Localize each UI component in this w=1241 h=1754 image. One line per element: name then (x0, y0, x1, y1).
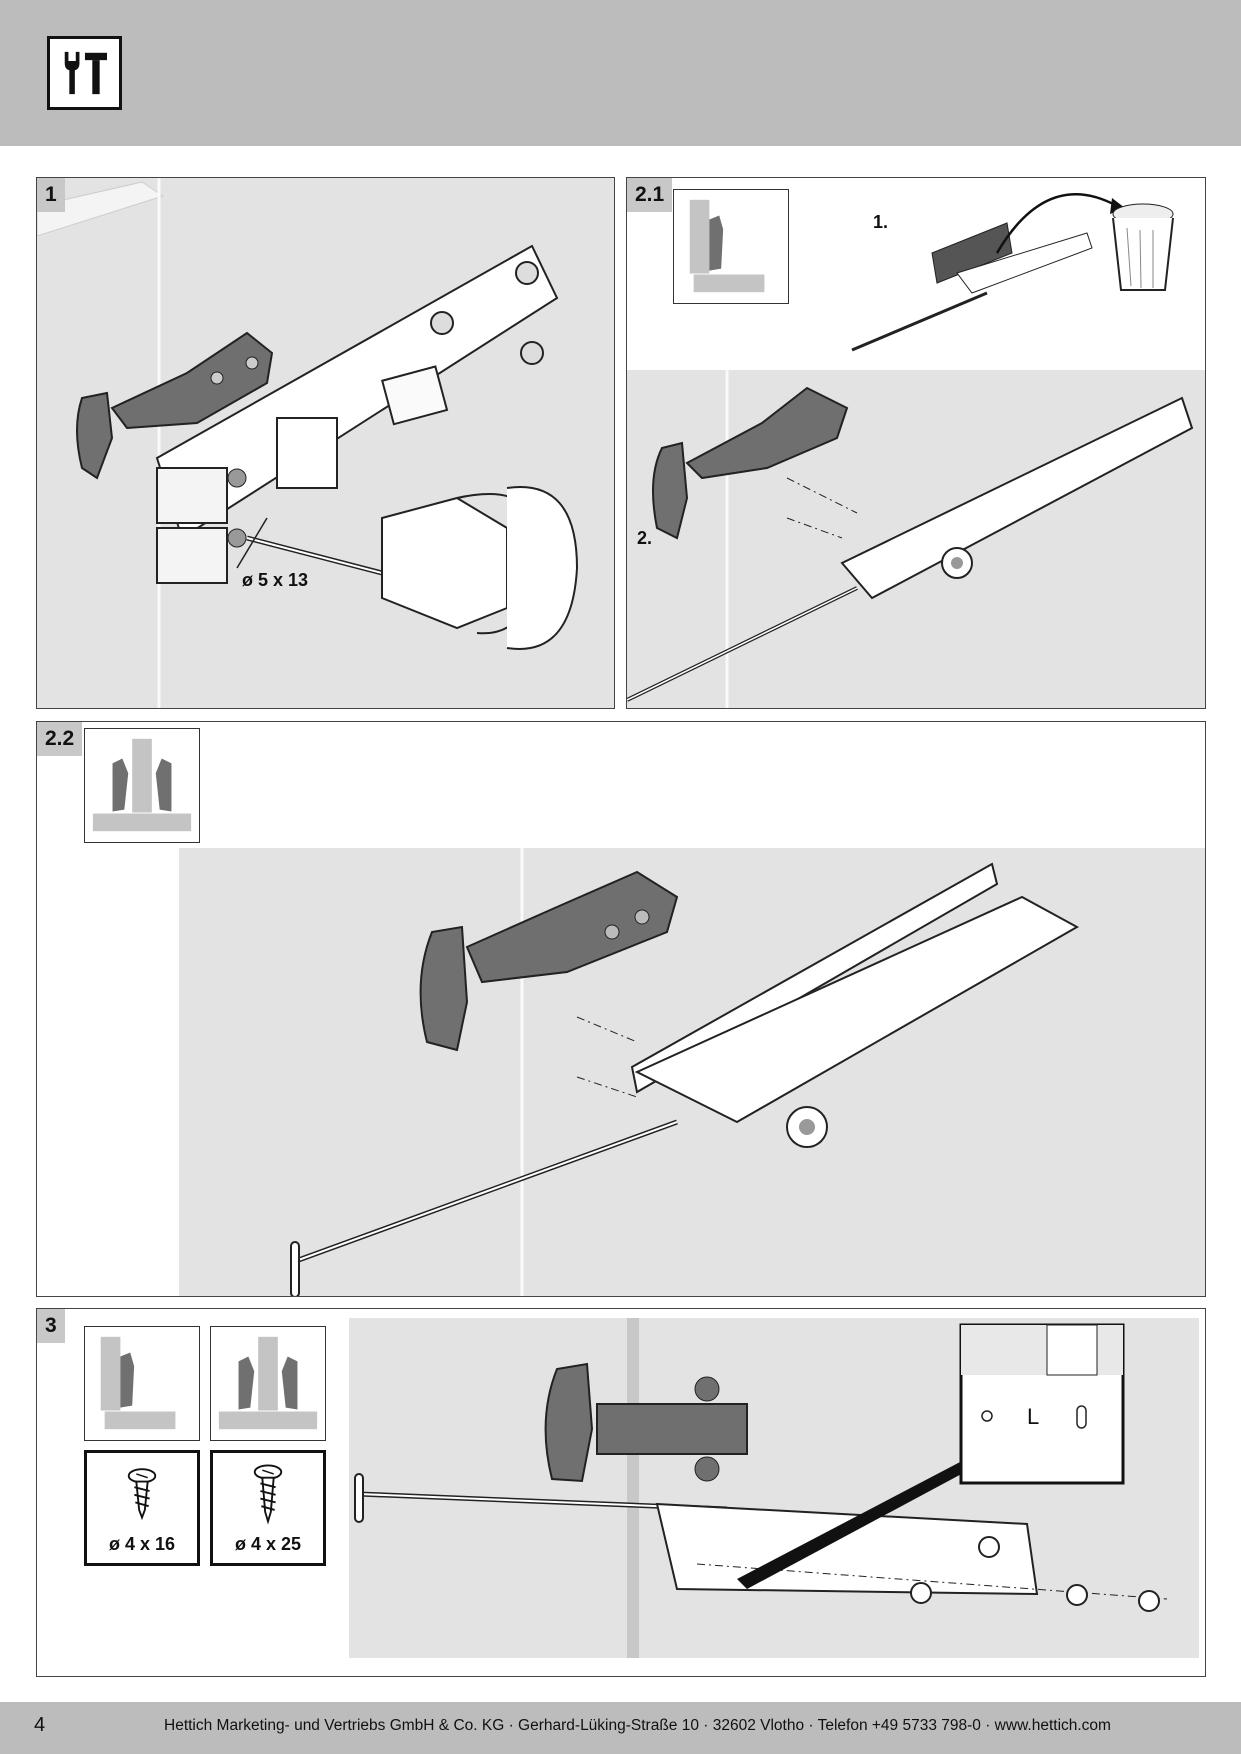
screw-size-label: ø 4 x 25 (234, 1534, 302, 1554)
page-number: 4 (34, 1714, 46, 1736)
screw-4x16-box: ø 4 x 16 (84, 1450, 200, 1566)
substep-2-label: 2. (637, 528, 653, 548)
step-3-panel: 3 L ø 4 x 16 ø 4 x 25 (36, 1308, 1206, 1677)
step-number: 1 (37, 178, 65, 212)
overlay-mode-thumbnail (84, 1326, 200, 1441)
drilling-illustration (37, 178, 614, 708)
remove-template-illustration (627, 193, 1205, 708)
substep-1-label: 1. (873, 212, 889, 232)
screw-icon (253, 1464, 283, 1525)
arm-mounting-illustration (179, 848, 1205, 1296)
step-number: 2.1 (627, 178, 673, 212)
step-1-panel: 1 ø 5 x 13 (36, 177, 615, 709)
screw-fixing-illustration (349, 1318, 1199, 1658)
left-side-mark: L (1027, 1404, 1040, 1429)
step-number: 2.2 (37, 722, 83, 756)
step-2-1-panel: 2.1 1. 2. (626, 177, 1206, 709)
overlay-mode-thumbnail (673, 189, 789, 304)
footer-band: 4 Hettich Marketing- und Vertriebs GmbH … (0, 1702, 1241, 1754)
screw-size-label: ø 4 x 16 (108, 1534, 176, 1554)
half-overlay-thumbnail (210, 1326, 326, 1441)
header-band (0, 0, 1241, 146)
step-2-2-panel: 2.2 (36, 721, 1206, 1297)
drill-size-label: ø 5 x 13 (242, 570, 309, 590)
half-overlay-thumbnail (84, 728, 200, 843)
screw-4x25-box: ø 4 x 25 (210, 1450, 326, 1566)
step-number: 3 (37, 1309, 65, 1343)
screw-icon (127, 1468, 157, 1521)
company-imprint: Hettich Marketing- und Vertriebs GmbH & … (164, 1717, 1111, 1734)
tools-icon (47, 36, 122, 110)
